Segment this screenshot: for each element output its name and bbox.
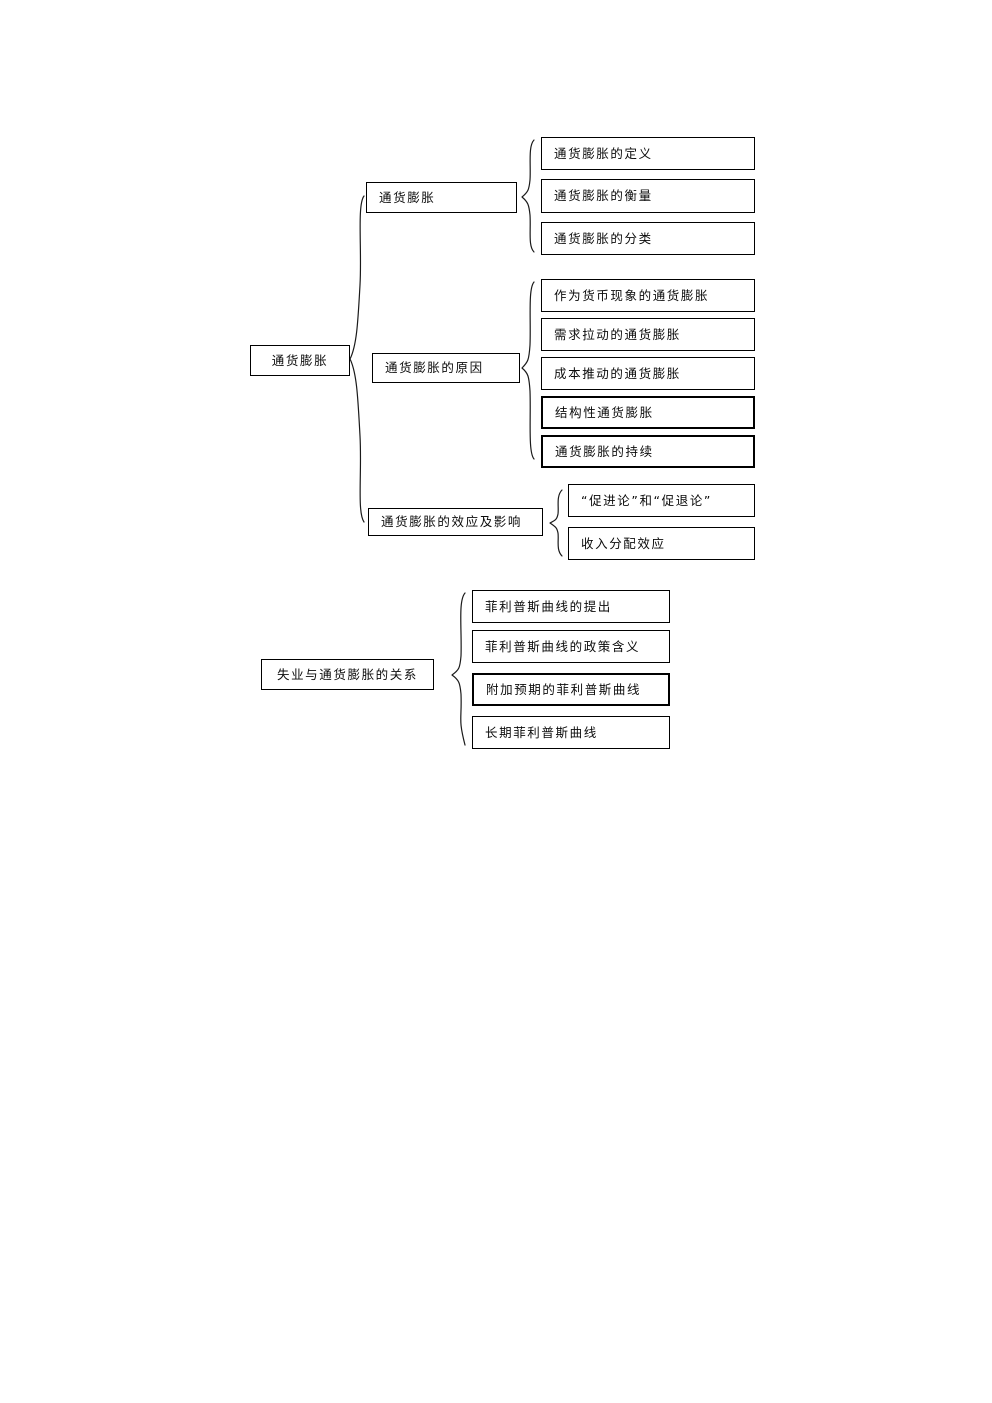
leaf-node-inflation-classification[interactable]: 通货膨胀的分类 [541, 222, 755, 255]
leaf-node-demand-pull-inflation[interactable]: 需求拉动的通货膨胀 [541, 318, 755, 351]
brace-inflation-effects [549, 489, 563, 557]
brace-inflation-basics [521, 139, 535, 253]
root-node-inflation[interactable]: 通货膨胀 [250, 345, 350, 376]
leaf-node-income-distribution-effect[interactable]: 收入分配效应 [568, 527, 755, 560]
leaf-node-long-run-phillips-curve[interactable]: 长期菲利普斯曲线 [472, 716, 670, 749]
leaf-node-structural-inflation[interactable]: 结构性通货膨胀 [541, 396, 755, 429]
leaf-node-phillips-curve-proposal[interactable]: 菲利普斯曲线的提出 [472, 590, 670, 623]
leaf-node-promotion-vs-regression-theory[interactable]: “促进论”和“促退论” [568, 484, 755, 517]
leaf-node-cost-push-inflation[interactable]: 成本推动的通货膨胀 [541, 357, 755, 390]
branch-node-inflation-effects[interactable]: 通货膨胀的效应及影响 [368, 508, 543, 536]
leaf-node-inflation-persistence[interactable]: 通货膨胀的持续 [541, 435, 755, 468]
branch-node-inflation-causes[interactable]: 通货膨胀的原因 [372, 353, 520, 383]
leaf-node-monetary-phenomenon-inflation[interactable]: 作为货币现象的通货膨胀 [541, 279, 755, 312]
branch-node-inflation-basics[interactable]: 通货膨胀 [366, 182, 517, 213]
leaf-node-inflation-measurement[interactable]: 通货膨胀的衡量 [541, 179, 755, 213]
leaf-node-inflation-definition[interactable]: 通货膨胀的定义 [541, 137, 755, 170]
brace-phillips [451, 592, 466, 746]
brace-inflation-causes [521, 281, 535, 460]
brace-root-inflation [349, 195, 365, 523]
root-node-unemployment-inflation[interactable]: 失业与通货膨胀的关系 [261, 659, 434, 690]
leaf-node-phillips-curve-policy-implication[interactable]: 菲利普斯曲线的政策含义 [472, 630, 670, 663]
leaf-node-expectations-augmented-phillips-curve[interactable]: 附加预期的菲利普斯曲线 [472, 673, 670, 706]
